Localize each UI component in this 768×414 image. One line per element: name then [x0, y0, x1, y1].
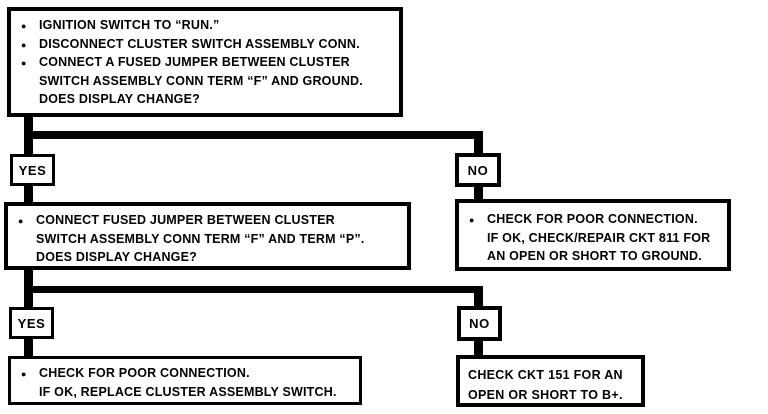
branch2-no-label: NO [469, 316, 490, 331]
no1-action-item: ● CHECK FOR POOR CONNECTION. IF OK, CHEC… [467, 210, 721, 266]
yes2-action-item: ● CHECK FOR POOR CONNECTION. IF OK, REPL… [19, 364, 353, 401]
branch2-yes-label-box: YES [9, 307, 54, 339]
connector-no1-down [474, 186, 483, 203]
connector-yes1-down [24, 185, 33, 203]
branch1-yes-label: YES [18, 162, 47, 178]
connector-branch2-to-no2 [474, 286, 483, 308]
branch1-yes-label-box: YES [10, 154, 55, 186]
no2-action-text: CHECK CKT 151 FOR AN OPEN OR SHORT TO B+… [468, 368, 623, 402]
connector-branch2-horizontal [24, 286, 483, 293]
yes1-action-text: CONNECT FUSED JUMPER BETWEEN CLUSTER SWI… [36, 213, 365, 264]
bullet-icon: ● [21, 21, 27, 31]
bullet-icon: ● [21, 39, 27, 50]
connector-yes2-down [24, 338, 33, 357]
branch1-no-label-box: NO [455, 153, 501, 187]
root-step-item-1-text: IGNITION SWITCH TO “RUN.” [39, 18, 220, 32]
branch1-no-label: NO [467, 162, 489, 178]
yes2-action-text: CHECK FOR POOR CONNECTION. IF OK, REPLAC… [39, 366, 337, 399]
branch2-no-label-box: NO [457, 306, 502, 341]
root-step-item-3-text: CONNECT A FUSED JUMPER BETWEEN CLUSTER S… [39, 55, 363, 106]
connector-branch1-to-no1 [474, 131, 483, 156]
yes1-action-item: ● CONNECT FUSED JUMPER BETWEEN CLUSTER S… [16, 211, 401, 267]
no1-action-box: ● CHECK FOR POOR CONNECTION. IF OK, CHEC… [455, 199, 731, 271]
branch2-yes-label: YES [17, 315, 46, 331]
root-step-item-1: ● IGNITION SWITCH TO “RUN.” [19, 16, 393, 35]
no2-action-box: CHECK CKT 151 FOR AN OPEN OR SHORT TO B+… [456, 355, 645, 407]
bullet-icon: ● [18, 216, 24, 226]
bullet-icon: ● [21, 369, 27, 379]
bullet-icon: ● [469, 215, 475, 225]
no1-action-text: CHECK FOR POOR CONNECTION. IF OK, CHECK/… [487, 212, 711, 263]
root-step-item-2-text: DISCONNECT CLUSTER SWITCH ASSEMBLY CONN. [39, 36, 360, 51]
root-step-item-3: ● CONNECT A FUSED JUMPER BETWEEN CLUSTER… [19, 53, 393, 109]
connector-branch1-horizontal [24, 131, 483, 139]
bullet-icon: ● [21, 58, 27, 68]
connector-no2-down [474, 340, 483, 357]
yes1-action-box: ● CONNECT FUSED JUMPER BETWEEN CLUSTER S… [4, 202, 411, 270]
root-step-box: ● IGNITION SWITCH TO “RUN.” ● DISCONNECT… [7, 7, 403, 117]
yes2-action-box: ● CHECK FOR POOR CONNECTION. IF OK, REPL… [8, 356, 362, 405]
root-step-item-2: ● DISCONNECT CLUSTER SWITCH ASSEMBLY CON… [19, 35, 393, 54]
